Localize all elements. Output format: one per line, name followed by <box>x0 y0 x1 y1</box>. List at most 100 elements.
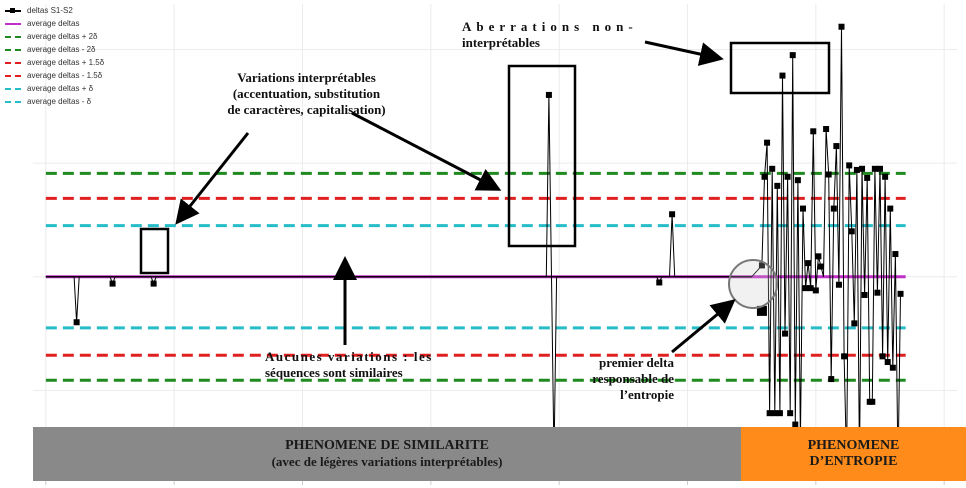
annotation-arrows <box>175 40 736 354</box>
data-point <box>884 359 891 366</box>
data-point <box>812 287 819 294</box>
legend-label: average deltas + δ <box>27 84 94 93</box>
annotation-line: interprétables <box>462 35 540 50</box>
legend-label: average deltas + 1.5δ <box>27 58 105 67</box>
annotation-line: l’entropie <box>620 387 674 402</box>
legend-item: average deltas <box>5 17 104 30</box>
x-ticks <box>45 481 945 485</box>
legend-item: average deltas + δ <box>5 82 104 95</box>
data-point <box>833 143 840 150</box>
data-point <box>897 290 904 297</box>
data-point <box>871 165 878 172</box>
annotation-interpretable: Variations interprétables (accentuation,… <box>219 70 394 118</box>
legend-label: average deltas - 1.5δ <box>27 71 103 80</box>
data-point <box>782 330 789 337</box>
legend-swatch <box>5 35 21 38</box>
band-entropy-title: PHENOMENE <box>807 438 900 453</box>
circle-first-delta <box>728 259 778 309</box>
data-point <box>889 364 896 371</box>
data-point <box>892 251 899 258</box>
band-entropy: PHENOMENE D’ENTROPIE <box>741 427 966 481</box>
legend-item: average deltas + 2δ <box>5 30 104 43</box>
data-point <box>802 285 809 292</box>
legend-swatch <box>5 22 21 25</box>
legend-label: average deltas <box>27 19 80 28</box>
series-deltas <box>45 23 904 473</box>
data-point <box>800 205 806 212</box>
legend-marker <box>10 7 15 13</box>
data-point <box>761 173 768 180</box>
legend-item: average deltas - δ <box>5 95 104 108</box>
grid <box>33 4 957 427</box>
data-point <box>874 289 881 296</box>
data-point <box>869 398 876 405</box>
legend: deltas S1-S2 average deltas average deltas… <box>5 4 104 108</box>
annotation-first-delta: premier delta responsable de l’entropie <box>578 355 674 403</box>
data-point <box>758 262 765 269</box>
data-point <box>838 23 845 30</box>
data-point <box>656 279 663 286</box>
data-point <box>848 228 855 235</box>
annotation-line: responsable de <box>592 371 674 386</box>
data-point <box>817 263 824 270</box>
legend-item: deltas S1-S2 <box>5 4 104 17</box>
arrow-to-small-variation <box>175 132 250 225</box>
data-point <box>545 91 552 98</box>
data-point <box>887 205 894 212</box>
data-point <box>792 421 799 428</box>
data-point <box>828 376 835 383</box>
legend-swatch <box>5 48 21 51</box>
data-point <box>851 320 858 327</box>
data-point <box>853 166 860 173</box>
data-point <box>779 72 786 79</box>
data-point <box>859 165 866 172</box>
legend-item: average deltas - 2δ <box>5 43 104 56</box>
data-point <box>789 52 796 59</box>
data-point <box>810 128 817 135</box>
data-point <box>882 173 889 180</box>
data-point <box>825 171 832 178</box>
annotation-aberrations: Aberrations non- interprétables <box>462 19 638 51</box>
data-point <box>841 353 848 360</box>
annotation-line: séquences sont similaires <box>265 365 403 380</box>
legend-swatch <box>5 87 21 90</box>
data-point <box>73 319 80 326</box>
box-aberrations <box>729 41 831 95</box>
box-variation-small <box>139 227 170 275</box>
band-entropy-subtitle: D’ENTROPIE <box>809 454 898 469</box>
annotation-line: Aberrations non- <box>462 19 638 34</box>
annotation-line: Variations interprétables <box>237 70 376 85</box>
data-point <box>846 162 853 169</box>
data-point <box>771 410 778 417</box>
legend-label: average deltas + 2δ <box>27 32 98 41</box>
band-similarity: PHENOMENE DE SIMILARITE (avec de légères… <box>33 427 741 481</box>
arrow-to-large-variation <box>351 111 502 191</box>
data-point <box>769 165 776 172</box>
data-point <box>787 410 794 417</box>
data-point <box>669 211 676 218</box>
data-point <box>764 139 771 146</box>
box-variation-large <box>507 64 577 248</box>
data-point <box>776 410 783 417</box>
data-point <box>864 174 871 181</box>
legend-swatch <box>5 7 21 13</box>
data-point <box>877 165 883 172</box>
band-similarity-title: PHENOMENE DE SIMILARITE <box>285 438 489 453</box>
data-point <box>805 260 812 267</box>
legend-label: deltas S1-S2 <box>27 6 73 15</box>
data-point <box>815 253 822 260</box>
data-point <box>784 173 791 180</box>
annotation-line: premier delta <box>599 355 674 370</box>
data-point <box>807 285 814 292</box>
data-point <box>109 280 116 287</box>
band-similarity-subtitle: (avec de légères variations interprétabl… <box>271 454 503 469</box>
legend-swatch <box>5 74 21 77</box>
data-point <box>861 291 868 298</box>
legend-item: average deltas - 1.5δ <box>5 69 104 82</box>
legend-item: average deltas + 1.5δ <box>5 56 104 69</box>
annotation-no-variation: Aucunes variations : les séquences sont … <box>265 349 433 381</box>
data-point <box>835 281 842 288</box>
arrow-to-first-delta <box>671 299 736 354</box>
data-point <box>830 205 837 212</box>
legend-label: average deltas - δ <box>27 97 92 106</box>
